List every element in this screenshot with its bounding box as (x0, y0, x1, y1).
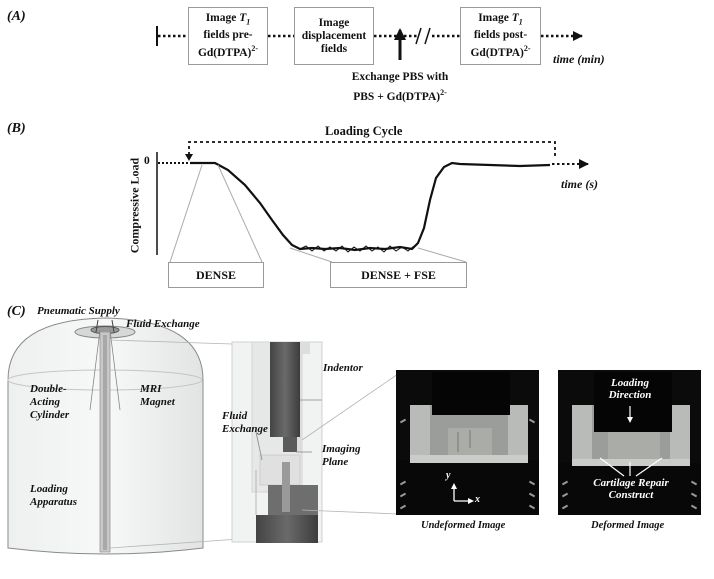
double-acting-label: Double- Acting Cylinder (30, 383, 69, 422)
indentor-label: Indentor (323, 362, 363, 374)
axis-x-label: x (475, 494, 480, 505)
apparatus-drawing (231, 341, 399, 543)
caption-undeformed: Undeformed Image (421, 520, 506, 531)
box-t1-post-line3: Gd(DTPA) (470, 46, 524, 59)
deformed-image (558, 370, 701, 515)
box-t1-post-prefix: Image (478, 12, 512, 25)
cartilage-line2: Construct (608, 489, 654, 501)
loading-direction-line1: Loading (611, 377, 649, 389)
box-t1-post-line2: fields post- (473, 28, 528, 41)
time-s-label: time (s) (561, 177, 598, 191)
exchange-line2: PBS + Gd(DTPA) (353, 90, 441, 103)
panel-a-label: (A) (7, 9, 26, 24)
box-t1-pre-sup: 2- (251, 43, 259, 53)
zero-tick-label: 0 (144, 155, 150, 167)
axis-y-label: y (446, 470, 451, 481)
caption-deformed: Deformed Image (591, 520, 665, 531)
box-displacement: Image displacement fields (294, 7, 374, 65)
cartilage-label: Cartilage Repair Construct (575, 477, 687, 501)
time-min-label: time (min) (553, 52, 605, 66)
box-t1-pre: Image T1 fields pre- Gd(DTPA)2- (188, 7, 268, 65)
box-t1-pre-var: T (239, 12, 247, 25)
box-displacement-line3: fields (320, 42, 348, 55)
double-acting-line3: Cylinder (30, 409, 70, 421)
box-displacement-line1: Image (318, 16, 350, 29)
loading-graph (156, 141, 589, 263)
box-dense-fse: DENSE + FSE (330, 262, 467, 288)
box-displacement-line2: displacement (301, 29, 367, 42)
double-acting-line2: Acting (30, 396, 60, 408)
imaging-plane-label: Imaging Plane (322, 443, 361, 469)
mri-magnet-drawing (7, 317, 255, 555)
fluid-exchange-mid-label: Fluid Exchange (222, 410, 268, 436)
exchange-label: Exchange PBS with PBS + Gd(DTPA)2- (337, 70, 463, 105)
fluid-exchange-mid-line1: Fluid (222, 410, 248, 422)
box-t1-pre-sub: 1 (246, 17, 251, 27)
loading-direction-line2: Direction (608, 389, 652, 401)
panel-b-label: (B) (7, 121, 26, 136)
loading-apparatus-line1: Loading (30, 483, 68, 495)
loading-apparatus-label: Loading Apparatus (30, 483, 77, 509)
box-dense: DENSE (168, 262, 264, 288)
box-t1-post-var: T (511, 12, 519, 25)
undeformed-image (396, 370, 539, 515)
loading-direction-label: Loading Direction (600, 377, 660, 401)
box-t1-post-sub: 1 (518, 17, 523, 27)
box-t1-post: Image T1 fields post- Gd(DTPA)2- (460, 7, 541, 65)
panel-c-label: (C) (7, 304, 26, 319)
imaging-plane-line1: Imaging (322, 443, 361, 455)
loading-apparatus-line2: Apparatus (30, 496, 78, 508)
cartilage-line1: Cartilage Repair (593, 477, 669, 489)
box-t1-pre-prefix: Image (205, 12, 240, 25)
exchange-sup: 2- (440, 88, 447, 97)
fluid-exchange-mid-line2: Exchange (222, 423, 268, 435)
load-curve (190, 161, 551, 252)
y-axis-label: Compressive Load (127, 157, 142, 254)
double-acting-line1: Double- (30, 383, 67, 395)
mri-magnet-line1: MRI (140, 383, 162, 395)
exchange-line1: Exchange PBS with (351, 71, 449, 83)
mri-magnet-label: MRI Magnet (140, 383, 175, 409)
box-t1-pre-line3: Gd(DTPA) (197, 46, 252, 59)
fluid-exchange-top-label: Fluid Exchange (126, 318, 200, 330)
pneumatic-supply-label: Pneumatic Supply (37, 305, 120, 317)
box-t1-post-sup: 2- (523, 43, 531, 53)
box-t1-pre-line2: fields pre- (203, 28, 253, 41)
imaging-plane-line2: Plane (322, 456, 349, 468)
mri-magnet-line2: Magnet (140, 396, 175, 408)
loading-cycle-label: Loading Cycle (325, 124, 403, 138)
timeline-a (156, 26, 583, 60)
